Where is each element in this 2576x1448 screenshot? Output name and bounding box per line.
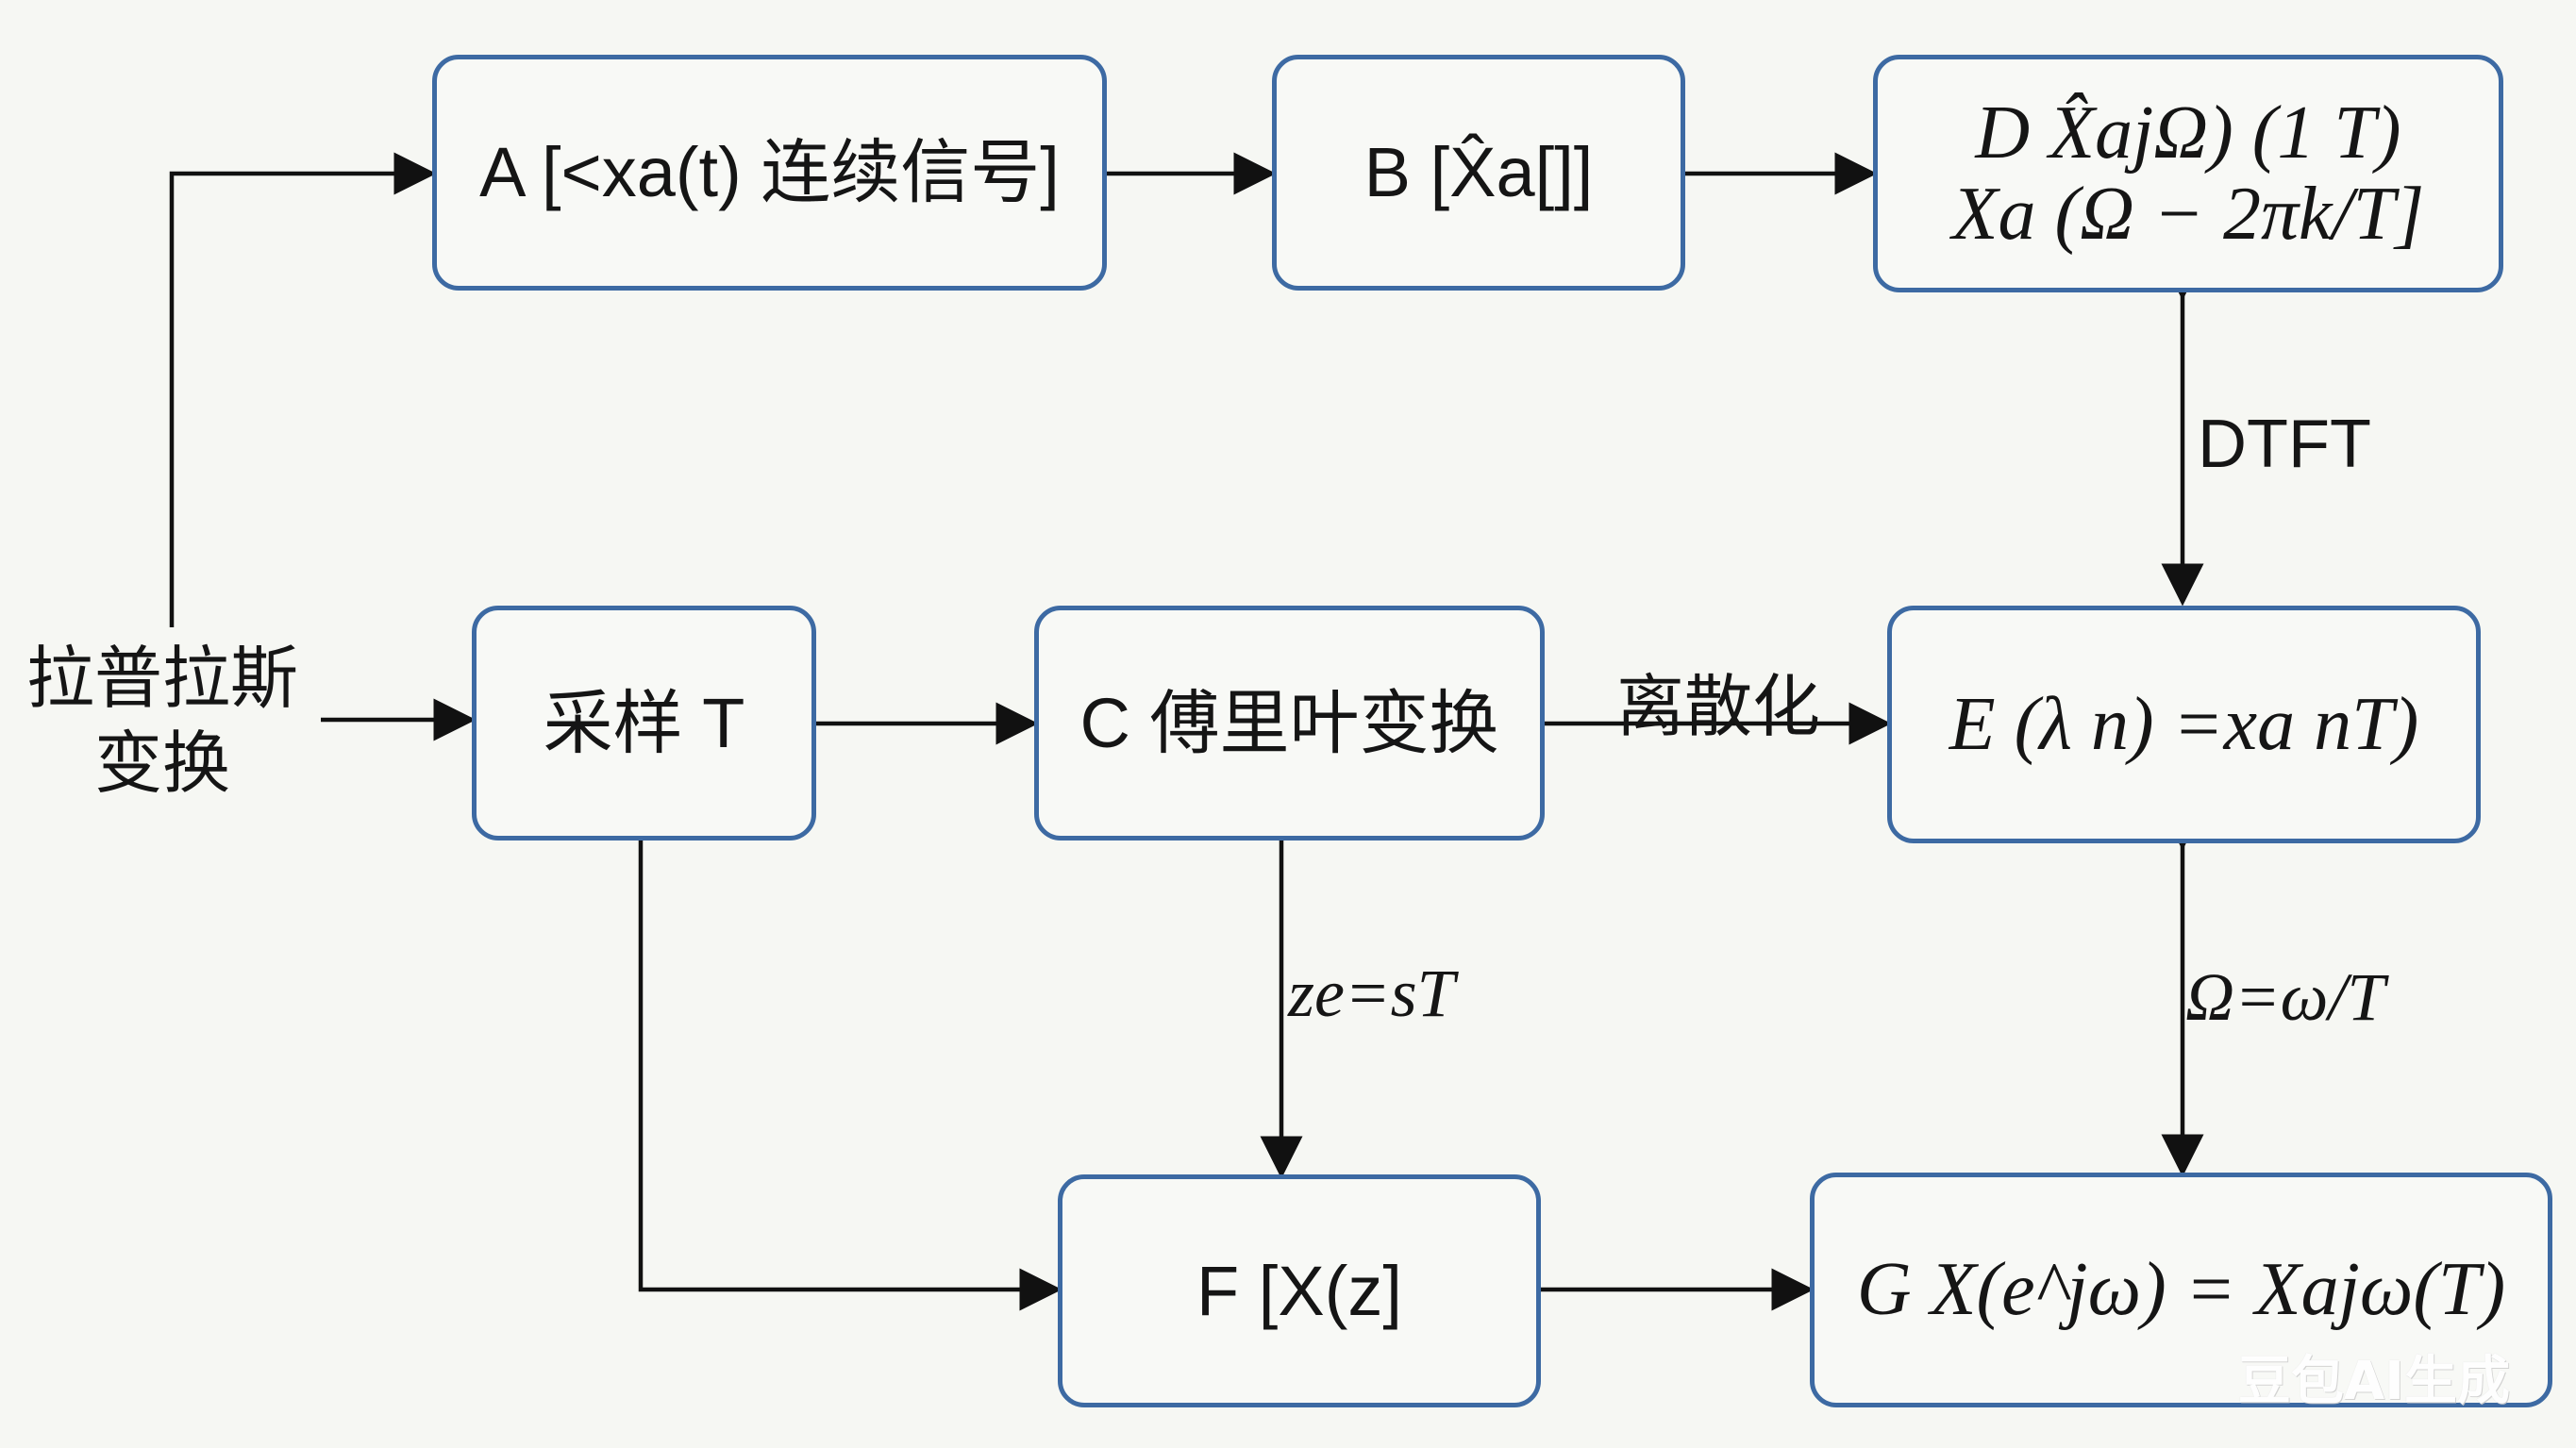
node-c-label: C 傅里叶变换: [1079, 683, 1499, 762]
node-g: G X(e^jω) = Xajω(T): [1810, 1173, 2552, 1407]
node-b: B [X̂a[]]: [1272, 55, 1685, 291]
sampling-node-label: 采样 T: [543, 683, 745, 762]
node-f-label: F [X(z]: [1196, 1251, 1402, 1330]
dtft-edge-label: DTFT: [2198, 407, 2371, 482]
watermark-text: 豆包AI生成: [2237, 1351, 2510, 1412]
node-d-label-line-1: D X̂ajΩ) (1 T): [1975, 91, 2401, 175]
node-d: D X̂ajΩ) (1 T) Xa (Ω − 2πk/T]: [1873, 55, 2503, 292]
laplace-transform-label-line-1: 拉普拉斯: [26, 641, 299, 717]
arrow-laplace-to-a: [169, 152, 437, 627]
omega-relation-edge-label: Ω=ω/T: [2185, 959, 2385, 1035]
node-e-label: E (λ n) =xa nT): [1949, 682, 2419, 766]
arrow-sample-to-f: [638, 841, 1062, 1311]
laplace-transform-label-line-2: 变换: [94, 726, 231, 802]
node-g-label: G X(e^jω) = Xajω(T): [1856, 1248, 2506, 1332]
node-e: E (λ n) =xa nT): [1887, 606, 2481, 843]
node-b-label: B [X̂a[]]: [1363, 133, 1594, 212]
discretize-edge-label: 离散化: [1616, 670, 1821, 745]
sampling-node: 采样 T: [472, 606, 816, 841]
node-f: F [X(z]: [1058, 1174, 1541, 1407]
node-c: C 傅里叶变换: [1034, 606, 1545, 841]
z-transform-edge-label: ze=sT: [1288, 956, 1455, 1031]
laplace-transform-label: 拉普拉斯 变换: [26, 637, 298, 807]
node-a: A [<xa(t) 连续信号]: [432, 55, 1107, 291]
node-d-label-line-2: Xa (Ω − 2πk/T]: [1951, 173, 2425, 256]
node-a-label: A [<xa(t) 连续信号]: [479, 133, 1060, 212]
